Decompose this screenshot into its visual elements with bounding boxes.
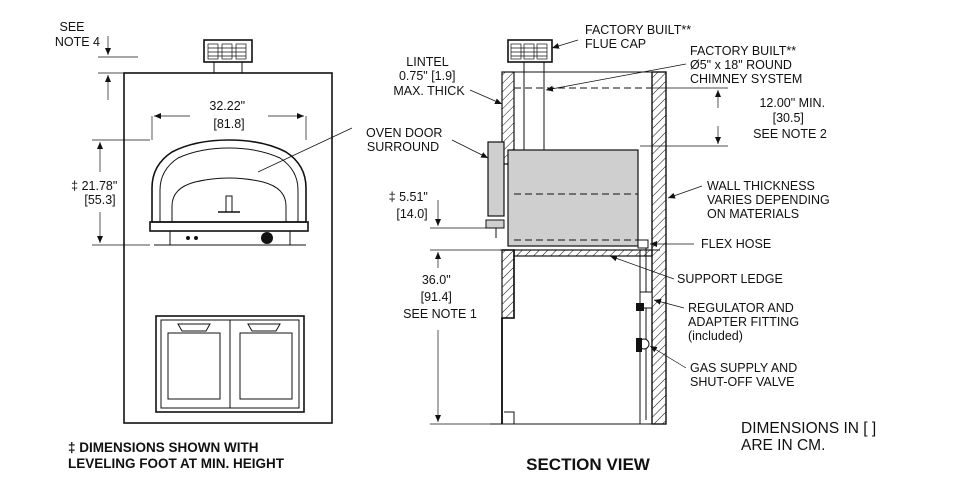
front-height-dimension: ‡ 21.78" [55.3] [71, 179, 121, 207]
oven-body [507, 149, 639, 247]
oven-door-surround [487, 141, 505, 217]
oven-door-label: OVEN DOOR SURROUND [366, 126, 446, 154]
shut-off-valve [636, 338, 642, 352]
gas-line [636, 239, 653, 420]
clearance-label: 12.00" MIN. [30.5] SEE NOTE 2 [753, 96, 828, 141]
see-note-4-label: SEE NOTE 4 [55, 20, 100, 49]
flue-cap-label: FACTORY BUILT** FLUE CAP [585, 23, 695, 51]
wall-thickness-label: WALL THICKNESS VARIES DEPENDING ON MATER… [707, 179, 833, 221]
regulator-label: REGULATOR AND ADAPTER FITTING (included) [688, 301, 803, 343]
support-ledge-label: SUPPORT LEDGE [677, 272, 783, 286]
counter-height-label: 36.0" [91.4] SEE NOTE 1 [403, 273, 477, 321]
lintel-label: LINTEL 0.75" [1.9] MAX. THICK [393, 55, 465, 98]
gas-supply-label: GAS SUPPLY AND SHUT-OFF VALVE [690, 361, 801, 389]
section-view: FACTORY BUILT** FLUE CAP FACTORY BUILT**… [366, 23, 833, 474]
front-view: SEE NOTE 4 32.22" [81.8] [55, 20, 353, 424]
door-height-label: ‡ 5.51" [14.0] [389, 190, 432, 221]
wall-hatched [651, 71, 667, 425]
front-width-dimension: 32.22" [81.8] [209, 99, 248, 131]
leveling-note: ‡ DIMENSIONS SHOWN WITH LEVELING FOOT AT… [68, 440, 285, 471]
section-flue-cap [507, 39, 553, 63]
support-ledge [513, 249, 653, 257]
front-oven [149, 139, 309, 246]
front-flue-cap [203, 39, 253, 74]
section-view-title: SECTION VIEW [526, 455, 651, 474]
units-note: DIMENSIONS IN [ ] ARE IN CM. [741, 420, 881, 454]
chimney [523, 61, 545, 151]
chimney-label: FACTORY BUILT** Ø5" x 18" ROUND CHIMNEY … [690, 44, 802, 86]
flex-hose-label: FLEX HOSE [701, 237, 771, 251]
front-cabinet [155, 315, 305, 413]
